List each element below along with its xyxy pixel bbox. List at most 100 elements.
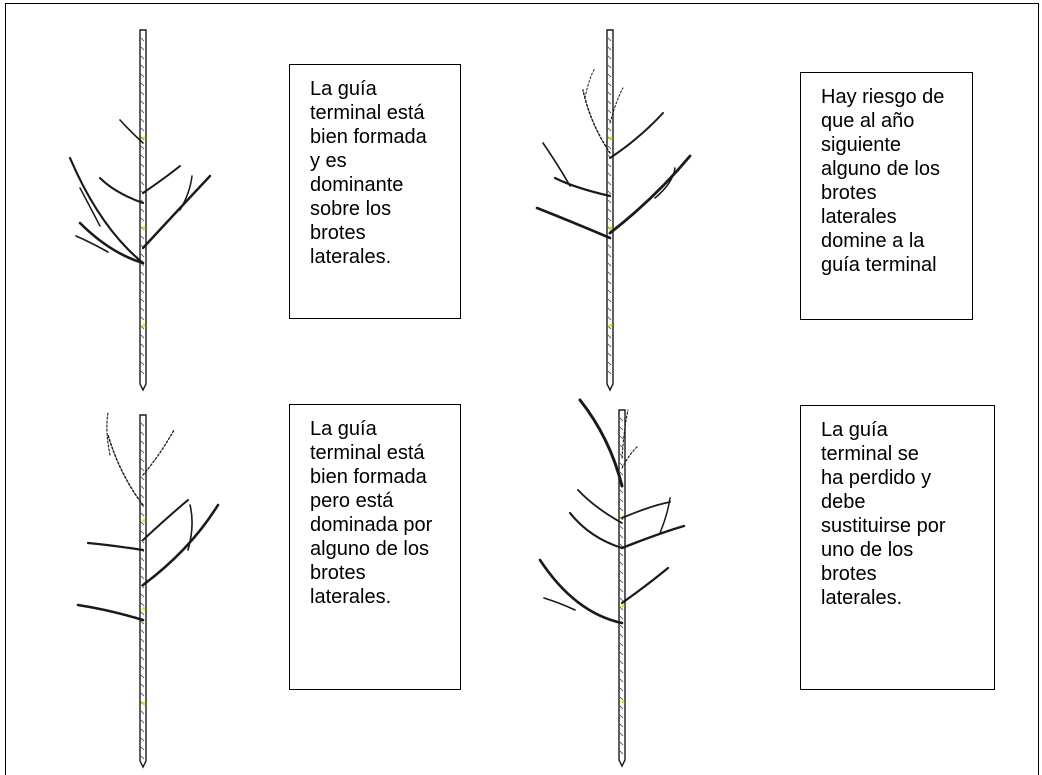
bud-mark — [621, 604, 625, 608]
bud-mark — [142, 226, 146, 230]
caption-line: terminal está — [310, 442, 425, 464]
bark-texture — [140, 154, 145, 159]
bark-texture — [619, 723, 624, 728]
branch — [142, 165, 181, 194]
bark-texture — [140, 217, 145, 222]
bark-texture — [140, 361, 145, 366]
bark-texture — [607, 109, 612, 114]
branch — [621, 501, 671, 519]
figure-frame — [5, 3, 1039, 775]
caption-line: laterales. — [310, 586, 392, 608]
bark-texture — [619, 678, 624, 683]
bark-texture — [619, 489, 624, 494]
branch — [538, 558, 624, 625]
bark-texture — [140, 476, 145, 481]
bark-texture — [619, 660, 624, 665]
bark-texture — [607, 55, 612, 60]
bark-texture — [140, 172, 145, 177]
caption-line: terminal se — [821, 443, 919, 465]
caption-line: dominada por — [310, 514, 433, 536]
branch — [141, 174, 212, 250]
bark-texture — [140, 370, 145, 375]
bark-texture — [619, 435, 624, 440]
bark-texture — [140, 593, 145, 598]
branch — [620, 566, 670, 605]
bark-texture — [140, 145, 145, 150]
bark-texture — [140, 316, 145, 321]
bark-texture — [140, 46, 145, 51]
caption-box-lost: La guía terminal se ha perdido y debe su… — [800, 405, 995, 690]
bark-texture — [140, 208, 145, 213]
bud-mark — [609, 323, 613, 327]
bark-texture — [140, 611, 145, 616]
bark-texture — [140, 109, 145, 114]
bark-texture — [140, 656, 145, 661]
bark-texture — [140, 584, 145, 589]
caption-line: brotes — [821, 563, 877, 585]
bark-texture — [140, 64, 145, 69]
tree-illustration-lost-leader — [520, 398, 710, 771]
cut-branch — [582, 89, 611, 154]
branch — [68, 156, 145, 265]
branch — [78, 221, 145, 265]
bark-texture — [140, 235, 145, 240]
bark-texture — [619, 507, 624, 512]
caption-line: siguiente — [821, 134, 902, 156]
bark-texture — [140, 325, 145, 330]
bark-texture — [140, 458, 145, 463]
bark-texture — [140, 118, 145, 123]
bark-texture — [619, 570, 624, 575]
cut-branch — [584, 67, 596, 99]
branch — [609, 112, 664, 159]
caption-line: brotes — [310, 562, 366, 584]
caption-line: La guía — [310, 418, 377, 440]
bark-texture — [619, 606, 624, 611]
bark-texture — [607, 217, 612, 222]
bark-texture — [607, 244, 612, 249]
branch — [76, 603, 145, 622]
bark-texture — [140, 82, 145, 87]
bark-texture — [619, 426, 624, 431]
bark-texture — [140, 307, 145, 312]
bark-texture — [619, 534, 624, 539]
branch — [654, 167, 676, 199]
caption-line: y es — [310, 150, 347, 172]
bark-texture — [607, 253, 612, 258]
bark-texture — [607, 334, 612, 339]
branch — [75, 235, 109, 253]
caption-line: domine a la — [821, 230, 925, 252]
bark-texture — [607, 280, 612, 285]
bark-texture — [140, 163, 145, 168]
bark-texture — [607, 127, 612, 132]
branch — [79, 187, 101, 227]
bark-texture — [619, 750, 624, 755]
bark-texture — [140, 629, 145, 634]
bark-texture — [607, 343, 612, 348]
caption-box-well-formed: La guía terminal está bien formada y es … — [289, 64, 461, 319]
bark-texture — [140, 431, 145, 436]
caption-line: ha perdido y — [821, 467, 932, 489]
bark-texture — [607, 307, 612, 312]
bark-texture — [140, 253, 145, 258]
caption-line: pero está — [310, 490, 394, 512]
caption-line: Hay riesgo de — [821, 86, 945, 108]
bark-texture — [607, 361, 612, 366]
bark-texture — [619, 552, 624, 557]
bark-texture — [607, 64, 612, 69]
caption-line: La guía — [821, 419, 888, 441]
tree-illustration-well-formed — [40, 28, 230, 394]
bark-texture — [140, 280, 145, 285]
bark-texture — [607, 208, 612, 213]
branch — [608, 154, 692, 235]
bark-texture — [140, 73, 145, 78]
bark-texture — [140, 298, 145, 303]
bark-texture — [619, 651, 624, 656]
bark-texture — [619, 525, 624, 530]
bark-texture — [619, 471, 624, 476]
caption-line: sustituirse por — [821, 515, 946, 537]
bark-texture — [140, 674, 145, 679]
branch — [553, 176, 612, 198]
bark-texture — [607, 352, 612, 357]
bark-texture — [140, 737, 145, 742]
branch — [187, 504, 193, 551]
